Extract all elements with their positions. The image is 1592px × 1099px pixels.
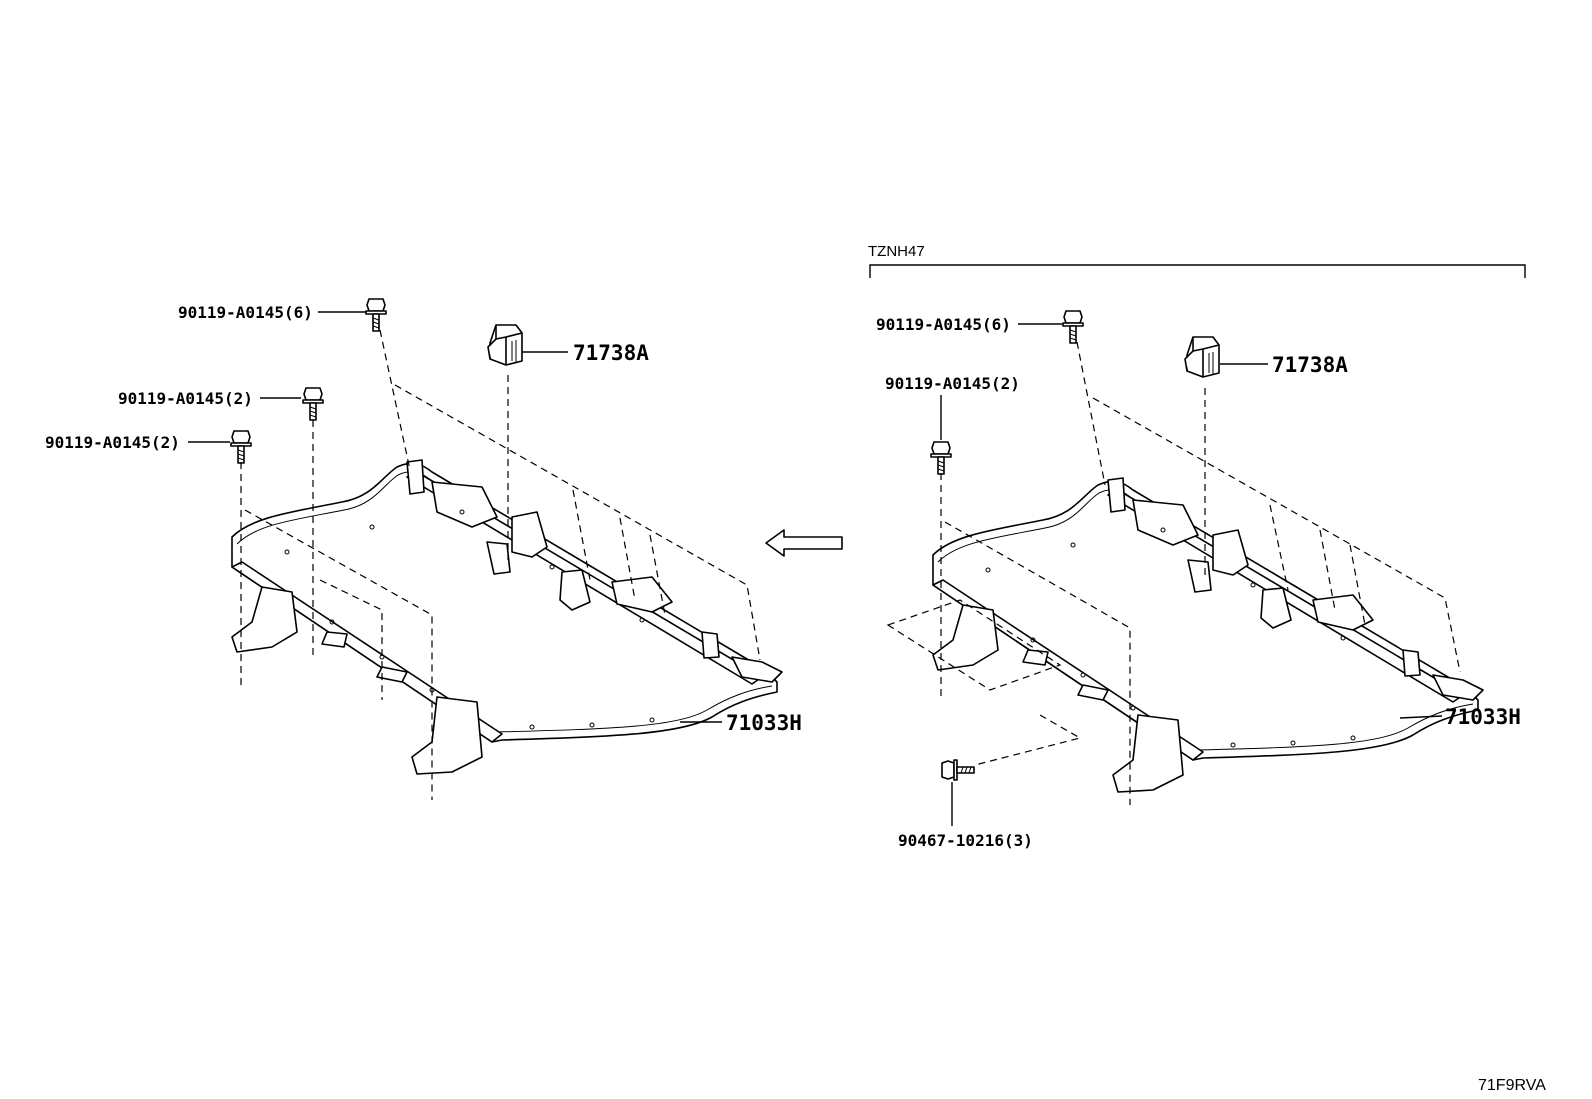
label-bolt-top: 90119-A0145(6) (178, 303, 313, 322)
label-bolt-mid: 90119-A0145(2) (118, 389, 253, 408)
frame-left (231, 459, 783, 775)
bolt-icon (230, 430, 252, 464)
label-bolt-extra: 90467-10216(3) (898, 831, 1033, 850)
bolt-icon (302, 387, 324, 421)
label-bolt-top: 90119-A0145(6) (876, 315, 1011, 334)
label-bolt-low: 90119-A0145(2) (45, 433, 180, 452)
bolt-icon (365, 298, 387, 332)
left-arrow-icon (765, 529, 843, 557)
variant-bracket-line (869, 264, 1526, 278)
right-assembly: TZNH47 90119-A0145(6) 90119-A0145(2) 717… (868, 243, 1526, 850)
label-frame: 71033H (1445, 705, 1521, 729)
variant-label: TZNH47 (868, 243, 925, 260)
label-frame: 71033H (726, 711, 802, 735)
bracket-71738a-right (1184, 336, 1220, 378)
bolt-icon (930, 441, 952, 475)
frame-right (932, 477, 1484, 793)
bolt-icon (941, 759, 975, 781)
bracket-71738a-left (487, 324, 523, 366)
label-bolt-mid: 90119-A0145(2) (885, 374, 1020, 393)
bolt-icon (1062, 310, 1084, 344)
left-assembly: 90119-A0145(6) 90119-A0145(2) 90119-A014… (45, 298, 802, 800)
label-bracket: 71738A (1272, 353, 1348, 377)
label-bracket: 71738A (573, 341, 649, 365)
figure-code: 71F9RVA (1478, 1077, 1546, 1094)
